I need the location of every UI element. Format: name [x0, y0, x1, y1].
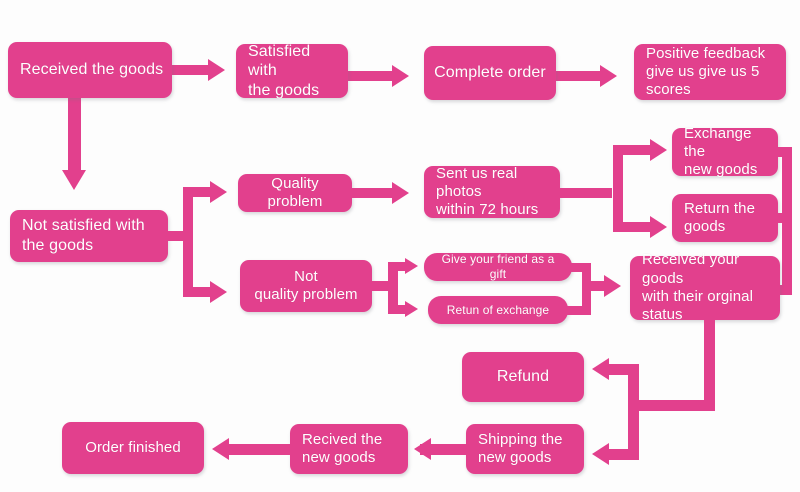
connector-photos-split — [613, 145, 623, 232]
connector-to-not-quality-problem — [183, 287, 215, 297]
node-recived-the-new-goods[interactable]: Recived the new goods — [290, 424, 408, 474]
connector-quality-to-photos — [352, 188, 400, 198]
node-label: Shipping the new goods — [478, 430, 563, 466]
node-complete-order[interactable]: Complete order — [424, 46, 556, 100]
connector-to-shipping — [607, 449, 639, 460]
node-label: Quality problem — [267, 174, 323, 210]
node-label: Complete order — [434, 64, 546, 82]
arrow-satisfied-to-complete — [392, 65, 409, 87]
connector-to-quality-problem — [183, 187, 215, 197]
node-label: Refund — [496, 368, 550, 386]
node-label: Not satisfied with the goods — [22, 217, 145, 254]
node-return-of-exchange[interactable]: Retun of exchange — [428, 296, 568, 324]
arrow-shipping-to-recived — [414, 438, 431, 460]
node-label: Return the goods — [684, 199, 756, 235]
arrow-complete-to-feedback — [600, 65, 617, 87]
arrow-to-return-exchange — [405, 301, 418, 317]
arrow-received-to-satisfied — [208, 59, 225, 81]
connector-satisfied-to-complete — [348, 71, 400, 81]
node-label: Sent us real photos within 72 hours — [436, 164, 539, 219]
connector-bottom-split — [628, 364, 639, 460]
connector-notsatisfied-stem — [168, 231, 192, 241]
arrow-to-quality-problem — [210, 181, 227, 203]
node-label: Positive feedback give us give us 5 scor… — [646, 44, 766, 99]
connector-shipping-to-recived — [420, 444, 466, 455]
node-positive-feedback[interactable]: Positive feedback give us give us 5 scor… — [634, 44, 786, 100]
connector-right-rail — [782, 147, 792, 295]
arrow-to-return-goods — [650, 216, 667, 238]
connector-notquality-stem — [372, 281, 394, 291]
node-exchange-the-new-goods[interactable]: Exchange the new goods — [672, 125, 778, 178]
connector-receivedgoods-left — [628, 400, 715, 411]
connector-received-down — [68, 96, 81, 176]
connector-return-exchange-right — [564, 306, 590, 315]
node-label: Recived the new goods — [302, 430, 383, 466]
connector-to-return-goods — [613, 222, 655, 232]
arrow-to-exchange — [650, 139, 667, 161]
connector-photos-stem — [560, 188, 612, 198]
node-not-quality-problem[interactable]: Not quality problem — [240, 260, 372, 312]
arrow-to-not-quality-problem — [210, 281, 227, 303]
node-label: Not quality problem — [254, 267, 358, 303]
node-label: Retun of exchange — [446, 302, 550, 317]
arrow-recived-to-order-finished — [212, 438, 229, 460]
connector-complete-to-feedback — [556, 71, 608, 81]
arrow-quality-to-photos — [392, 182, 409, 204]
connector-to-return-exchange — [388, 305, 408, 314]
node-received-the-goods[interactable]: Received the goods — [8, 42, 172, 98]
arrow-to-give-friend — [405, 258, 418, 274]
connector-notquality-split — [388, 262, 398, 314]
node-quality-problem[interactable]: Quality problem — [238, 174, 352, 212]
node-not-satisfied-with-the-goods[interactable]: Not satisfied with the goods — [10, 210, 168, 262]
arrow-merge-to-received-goods — [604, 275, 621, 297]
arrow-received-to-not-satisfied — [62, 170, 86, 190]
node-label: Received the goods — [20, 61, 164, 79]
connector-merge-to-received-goods — [582, 281, 608, 291]
connector-receivedgoods-down — [704, 318, 715, 410]
connector-notsatisfied-split — [183, 187, 193, 297]
connector-recived-to-order-finished — [222, 444, 290, 455]
connector-to-give-friend — [388, 262, 408, 271]
node-shipping-the-new-goods[interactable]: Shipping the new goods — [466, 424, 584, 474]
connector-give-friend-right — [568, 263, 590, 272]
arrow-to-refund — [592, 358, 609, 380]
connector-to-exchange — [613, 145, 655, 155]
connector-to-refund — [607, 364, 639, 375]
node-order-finished[interactable]: Order finished — [62, 422, 204, 474]
node-label: Satisfied with the goods — [248, 42, 320, 99]
node-label: Received your goods with their orginal s… — [642, 251, 754, 324]
node-refund[interactable]: Refund — [462, 352, 584, 402]
node-label: Give your friend as a gift — [441, 252, 555, 281]
node-return-the-goods[interactable]: Return the goods — [672, 194, 778, 242]
node-label: Exchange the new goods — [684, 124, 758, 179]
arrow-to-shipping — [592, 443, 609, 465]
node-label: Order finished — [85, 438, 181, 456]
connector-received-to-satisfied — [172, 65, 216, 75]
node-sent-us-real-photos[interactable]: Sent us real photos within 72 hours — [424, 164, 560, 219]
node-give-your-friend-as-a-gift[interactable]: Give your friend as a gift — [424, 252, 572, 281]
node-received-your-goods[interactable]: Received your goods with their orginal s… — [630, 251, 780, 323]
connector-rail-to-received-goods — [770, 285, 792, 295]
node-satisfied-with-the-goods[interactable]: Satisfied with the goods — [236, 42, 348, 99]
